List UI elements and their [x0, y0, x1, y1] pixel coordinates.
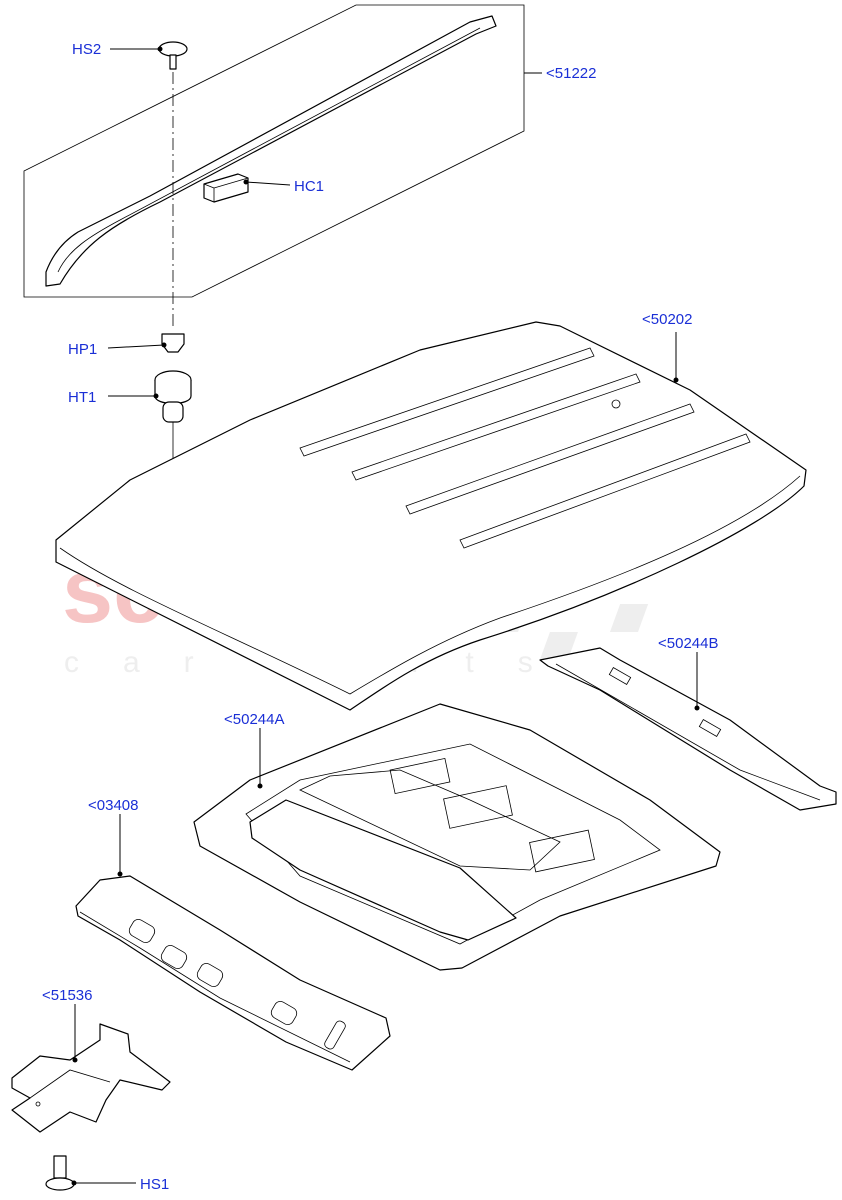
roof-panel	[55, 321, 807, 711]
label-51222[interactable]: <51222	[546, 65, 596, 82]
rear-cross-member	[539, 647, 837, 811]
group-box	[23, 4, 525, 298]
roof-rib-2	[351, 373, 641, 481]
bracket	[11, 1023, 171, 1133]
roof-rail-group	[23, 4, 525, 298]
front-header-rail	[75, 875, 391, 1071]
label-51536[interactable]: <51536	[42, 987, 92, 1004]
label-50202[interactable]: <50202	[642, 311, 692, 328]
roof-rail-molding	[45, 15, 497, 287]
label-hp1[interactable]: HP1	[68, 341, 97, 358]
label-03408[interactable]: <03408	[88, 797, 138, 814]
label-hc1[interactable]: HC1	[294, 178, 324, 195]
label-50244a[interactable]: <50244A	[224, 711, 284, 728]
hs2-stud	[158, 41, 188, 70]
label-hs1[interactable]: HS1	[140, 1176, 169, 1193]
sunroof-opening	[249, 799, 517, 941]
roof-rib-3	[405, 403, 695, 515]
label-ht1[interactable]: HT1	[68, 389, 96, 406]
rail-edge	[57, 27, 481, 273]
hc1-clip	[203, 173, 249, 203]
roof-hole	[611, 399, 621, 409]
label-hs2[interactable]: HS2	[72, 41, 101, 58]
roof-panel-body	[55, 321, 807, 711]
roof-rib-4	[459, 433, 751, 549]
label-50244b[interactable]: <50244B	[658, 635, 718, 652]
callout-dots	[71, 46, 700, 1186]
leader-lines	[74, 48, 698, 1184]
roof-frame	[193, 703, 721, 971]
hs1-screw	[45, 1155, 75, 1191]
roof-rib-1	[299, 347, 595, 457]
frame-inner-panel	[299, 769, 561, 871]
roof-panel-edge	[59, 475, 801, 695]
part-labels: HS2 <51222 HC1 HP1 HT1 <50202 <50244B <5…	[42, 41, 718, 1193]
